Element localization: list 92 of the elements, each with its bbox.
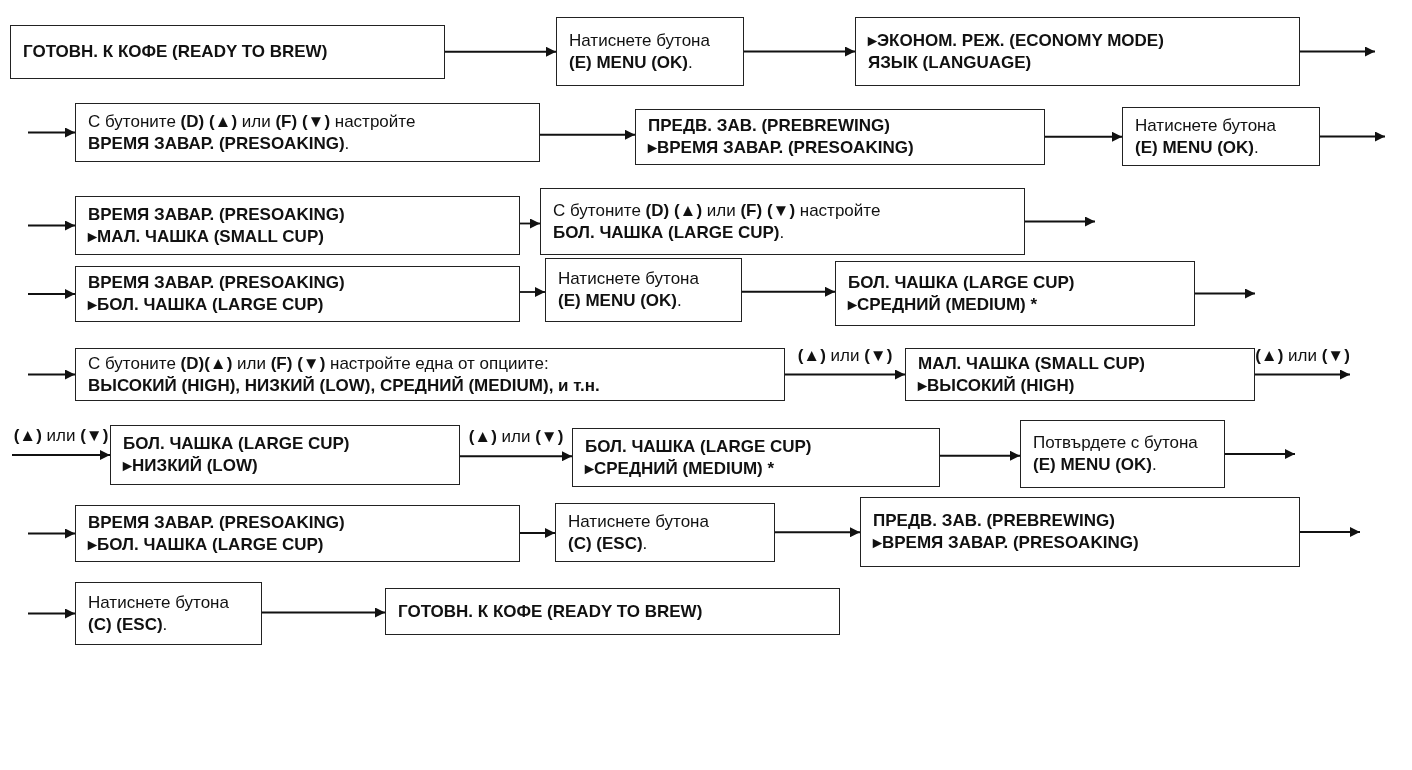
instruction-text: С бутоните (D)(▲) или (F) (▼) настройте една от опциите: — [88, 352, 550, 375]
display-line: ▸СРЕДНИЙ (MEDIUM) * — [585, 457, 776, 480]
display-line: ▸ВЫСОКИЙ (HIGH) — [918, 374, 1076, 397]
instruction-text: С бутоните (D) (▲) или (F) (▼) настройте — [88, 110, 417, 133]
instruction-text: (C) (ESC). — [88, 613, 169, 636]
display-line: БОЛ. ЧАШКА (LARGE CUP) — [848, 271, 1076, 294]
edge-label: (▲) или (▼) — [468, 426, 564, 449]
display-line: ▸ВРЕМЯ ЗАВАР. (PRESOAKING) — [873, 532, 1140, 554]
arrow — [743, 46, 856, 57]
arrow — [261, 607, 386, 618]
display-line: ▸ВРЕМЯ ЗАВАР. (PRESOAKING) — [648, 137, 915, 159]
display-box — [385, 588, 840, 635]
arrow — [1194, 288, 1256, 299]
arrow — [519, 287, 546, 297]
arrow — [741, 286, 836, 297]
arrow — [1224, 449, 1296, 459]
arrow — [444, 46, 557, 57]
display-box — [835, 261, 1195, 326]
display-box — [572, 428, 940, 487]
display-line: ▸НИЗКИЙ (LOW) — [123, 455, 259, 477]
arrow — [459, 451, 573, 462]
display-line: ВРЕМЯ ЗАВАР. (PRESOAKING) — [88, 203, 346, 226]
display-line: БОЛ. ЧАШКА (LARGE CUP) — [123, 433, 351, 455]
display-line: ЯЗЫК (LANGUAGE) — [868, 51, 1033, 74]
arrow — [11, 450, 111, 460]
instruction-text: Потвърдете с бутона — [1033, 432, 1199, 454]
display-line: ▸МАЛ. ЧАШКА (SMALL CUP) — [88, 225, 325, 248]
display-line: ПРЕДВ. ЗАВ. (PREBREWING) — [648, 115, 891, 137]
arrow — [27, 528, 76, 539]
display-line: ГОТОВН. К КОФЕ (READY TO BREW) — [398, 600, 704, 623]
edge-label: (▲) или (▼) — [13, 425, 109, 447]
instruction-text: С бутоните (D) (▲) или (F) (▼) настройте — [553, 199, 882, 222]
instruction-text: ВРЕМЯ ЗАВАР. (PRESOAKING). — [88, 132, 351, 155]
edge-label: (▲) или (▼) — [797, 344, 893, 367]
instruction-box — [555, 503, 775, 562]
instruction-text: (E) MENU (OK). — [1135, 136, 1260, 159]
instruction-text: БОЛ. ЧАШКА (LARGE CUP). — [553, 221, 786, 244]
display-line: ПРЕДВ. ЗАВ. (PREBREWING) — [873, 510, 1116, 532]
display-box — [75, 196, 520, 255]
instruction-text: Натиснете бутона — [568, 510, 710, 533]
instruction-text: Натиснете бутона — [88, 591, 230, 614]
display-box — [905, 348, 1255, 401]
display-line: ГОТОВН. К КОФЕ (READY TO BREW) — [23, 41, 329, 63]
display-box — [75, 266, 520, 322]
instruction-text: (E) MENU (OK). — [558, 290, 683, 312]
instruction-text: (E) MENU (OK). — [1033, 454, 1158, 476]
instruction-box — [545, 258, 742, 322]
instruction-box — [556, 17, 744, 86]
arrow — [27, 220, 76, 231]
arrow — [1319, 131, 1386, 142]
instruction-text: (E) MENU (OK). — [569, 51, 694, 74]
arrow — [1299, 527, 1361, 537]
display-box — [75, 505, 520, 562]
display-line: ВРЕМЯ ЗАВАР. (PRESOAKING) — [88, 511, 346, 534]
arrow — [1044, 131, 1123, 142]
display-line: ВРЕМЯ ЗАВАР. (PRESOAKING) — [88, 272, 346, 294]
arrow — [539, 129, 636, 140]
display-line: ▸БОЛ. ЧАШКА (LARGE CUP) — [88, 294, 325, 316]
instruction-box — [540, 188, 1025, 255]
arrow — [519, 218, 541, 229]
instruction-box — [75, 582, 262, 645]
arrow — [27, 127, 76, 138]
instruction-text: Натиснете бутона — [569, 29, 711, 52]
display-box — [635, 109, 1045, 165]
display-line: ▸СРЕДНИЙ (MEDIUM) * — [848, 293, 1039, 316]
display-line: ▸БОЛ. ЧАШКА (LARGE CUP) — [88, 533, 325, 556]
display-box — [110, 425, 460, 485]
display-line: БОЛ. ЧАШКА (LARGE CUP) — [585, 435, 813, 458]
instruction-box — [1122, 107, 1320, 166]
instruction-box — [75, 103, 540, 162]
display-box — [860, 497, 1300, 567]
instruction-box — [75, 348, 785, 401]
arrow — [519, 528, 556, 538]
arrow — [27, 608, 76, 619]
instruction-text: (C) (ESC). — [568, 532, 649, 555]
arrow — [27, 369, 76, 380]
display-line: ▸ЭКОНОМ. РЕЖ. (ECONOMY MODE) — [868, 29, 1165, 52]
arrow — [1299, 46, 1376, 57]
instruction-text: Натиснете бутона — [558, 268, 700, 290]
display-box — [855, 17, 1300, 86]
edge-label: (▲) или (▼) — [1254, 344, 1351, 367]
display-box — [10, 25, 445, 79]
instruction-box — [1020, 420, 1225, 488]
arrow — [1024, 216, 1096, 227]
instruction-text: ВЫСОКИЙ (HIGH), НИЗКИЙ (LOW), СРЕДНИЙ (MEDIUM), и т.н. — [88, 374, 601, 397]
arrow — [784, 369, 906, 380]
arrow — [27, 289, 76, 299]
display-line: МАЛ. ЧАШКА (SMALL CUP) — [918, 352, 1146, 375]
arrow — [939, 450, 1021, 461]
arrow — [774, 527, 861, 538]
arrow — [1254, 369, 1351, 380]
instruction-text: Натиснете бутона — [1135, 114, 1277, 137]
